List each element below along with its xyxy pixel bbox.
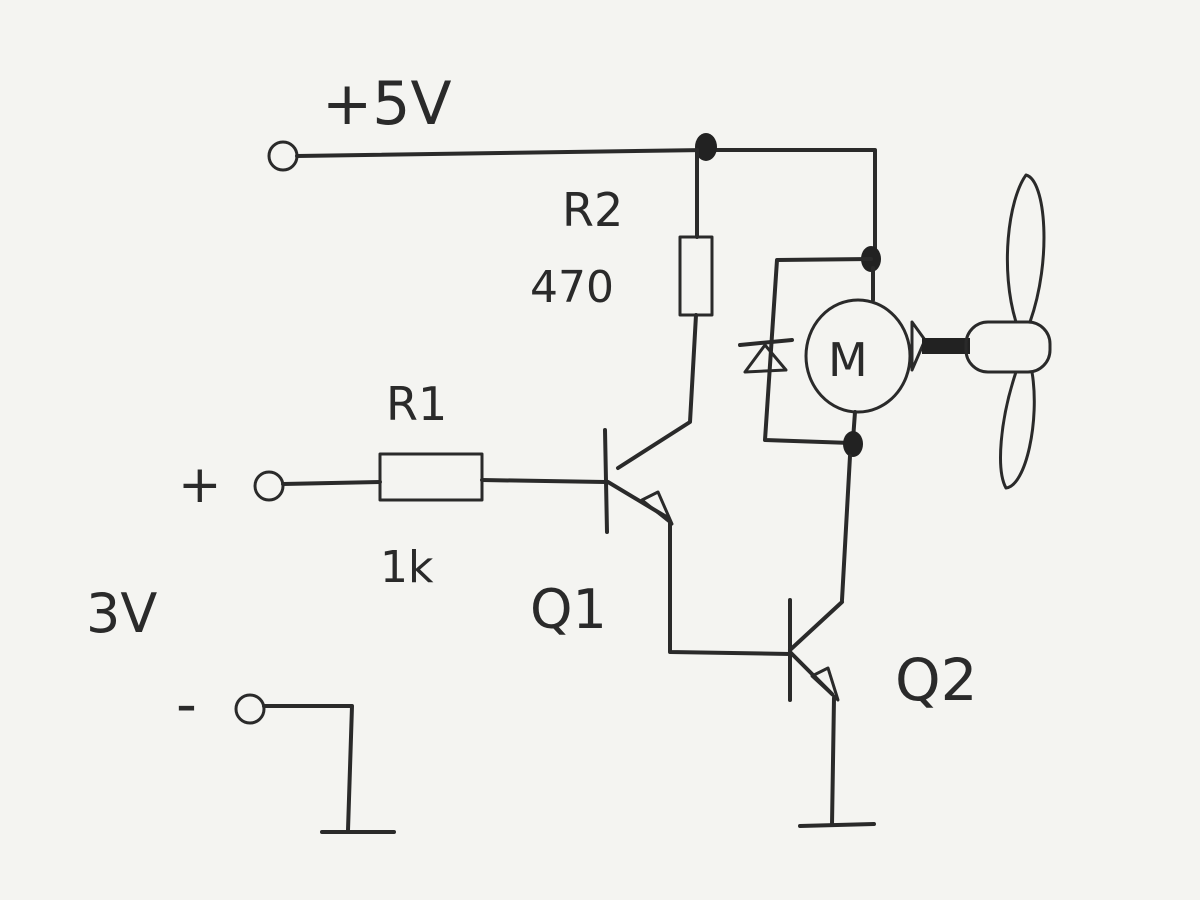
plus5v-terminal bbox=[267, 140, 299, 172]
q2-collector-line bbox=[788, 600, 844, 652]
diode-icon bbox=[743, 343, 788, 374]
q1-emitter-to-q2-base-wire bbox=[668, 520, 792, 656]
fan-hub bbox=[964, 320, 1052, 374]
label-r1-value: 1k bbox=[380, 542, 434, 593]
input-plus-terminal bbox=[253, 470, 285, 502]
label-r2-value: 470 bbox=[530, 262, 614, 313]
q2-emitter-to-ground-wire bbox=[830, 696, 836, 827]
q2-collector-wire bbox=[840, 454, 852, 602]
label-input-voltage: 3V bbox=[86, 582, 157, 645]
label-plus5v: +5V bbox=[322, 69, 452, 139]
motor-shaft-connector bbox=[910, 320, 927, 372]
ground-bar-right bbox=[798, 822, 876, 828]
label-input-plus: + bbox=[178, 455, 222, 515]
r1-resistor-body bbox=[378, 452, 484, 502]
input-minus-wire bbox=[262, 704, 354, 832]
label-motor: M bbox=[828, 333, 868, 387]
r1-left-wire bbox=[281, 480, 382, 486]
label-q1: Q1 bbox=[530, 578, 607, 641]
label-r1-name: R1 bbox=[386, 377, 447, 431]
fan-blade-bottom bbox=[999, 370, 1036, 490]
q2-emitter-arrow bbox=[810, 666, 840, 702]
label-r2-name: R2 bbox=[562, 183, 623, 237]
motor-body bbox=[804, 298, 912, 414]
input-minus-terminal bbox=[234, 693, 266, 725]
plus5v-rail-wire bbox=[295, 148, 877, 260]
motor-shaft bbox=[922, 338, 970, 354]
motor-bottom-junction-dot bbox=[843, 431, 863, 457]
r2-bottom-wire bbox=[616, 313, 698, 470]
q1-base-bar bbox=[603, 428, 609, 534]
q1-emitter-arrow bbox=[640, 490, 674, 526]
diode-cathode-bar bbox=[738, 338, 794, 347]
fan-blade-top bbox=[1005, 173, 1046, 324]
label-input-minus: - bbox=[176, 670, 197, 738]
label-q2: Q2 bbox=[895, 646, 978, 714]
r2-resistor-body bbox=[678, 235, 714, 317]
q1-base-wire bbox=[480, 478, 607, 484]
rail-junction-dot bbox=[695, 133, 717, 161]
